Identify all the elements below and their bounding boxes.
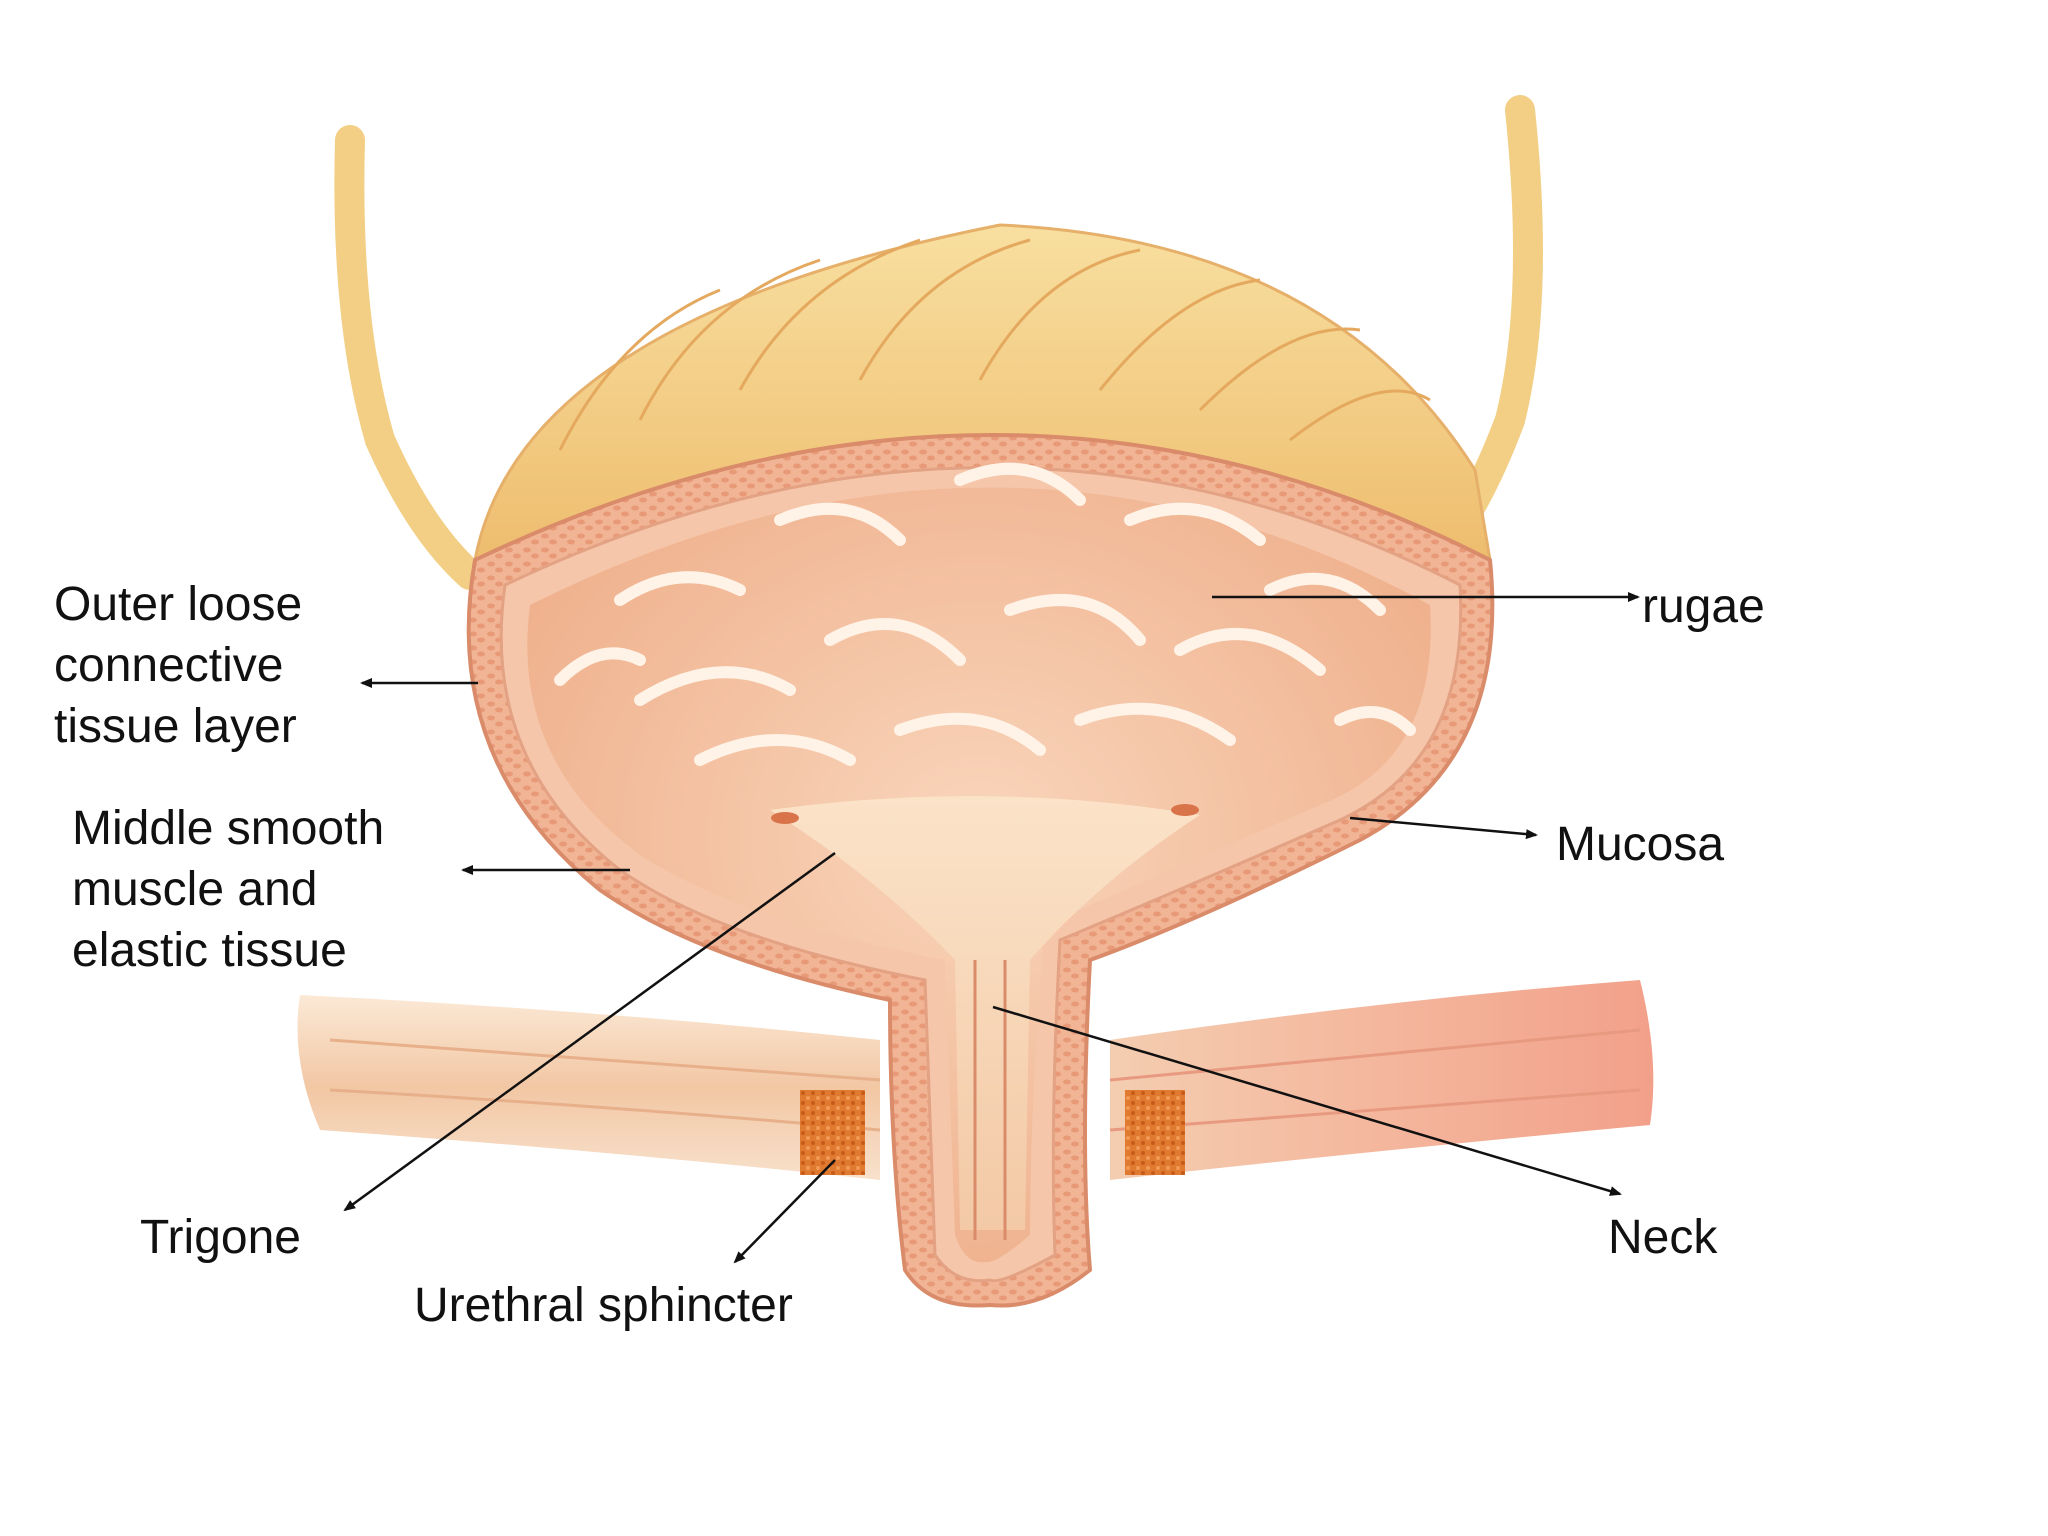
fundus-muscle-striations [558, 238, 1431, 451]
leader-trigone [343, 851, 836, 1212]
leader-urethral-sphincter [733, 1159, 836, 1264]
rugae-folds [554, 462, 1416, 766]
label-rugae: rugae [1642, 580, 1765, 633]
label-mucosa: Mucosa [1556, 818, 1725, 871]
label-trigone: Trigone [140, 1211, 301, 1264]
label-neck: Neck [1608, 1211, 1718, 1264]
left-ureter [334, 125, 485, 590]
urethral-sphincter-right [1125, 1090, 1185, 1175]
label-urethral-sphincter: Urethral sphincter [414, 1279, 793, 1332]
label-outer-layer: Outer loose connective tissue layer [54, 578, 303, 753]
leader-mucosa [1349, 816, 1538, 840]
label-middle-layer: Middle smooth muscle and elastic tissue [72, 802, 385, 977]
urethra [973, 960, 1007, 1240]
leader-lines [343, 592, 1640, 1264]
leader-neck [992, 1005, 1622, 1196]
trigone-region [770, 796, 1200, 1230]
ureter-openings [771, 804, 1199, 824]
